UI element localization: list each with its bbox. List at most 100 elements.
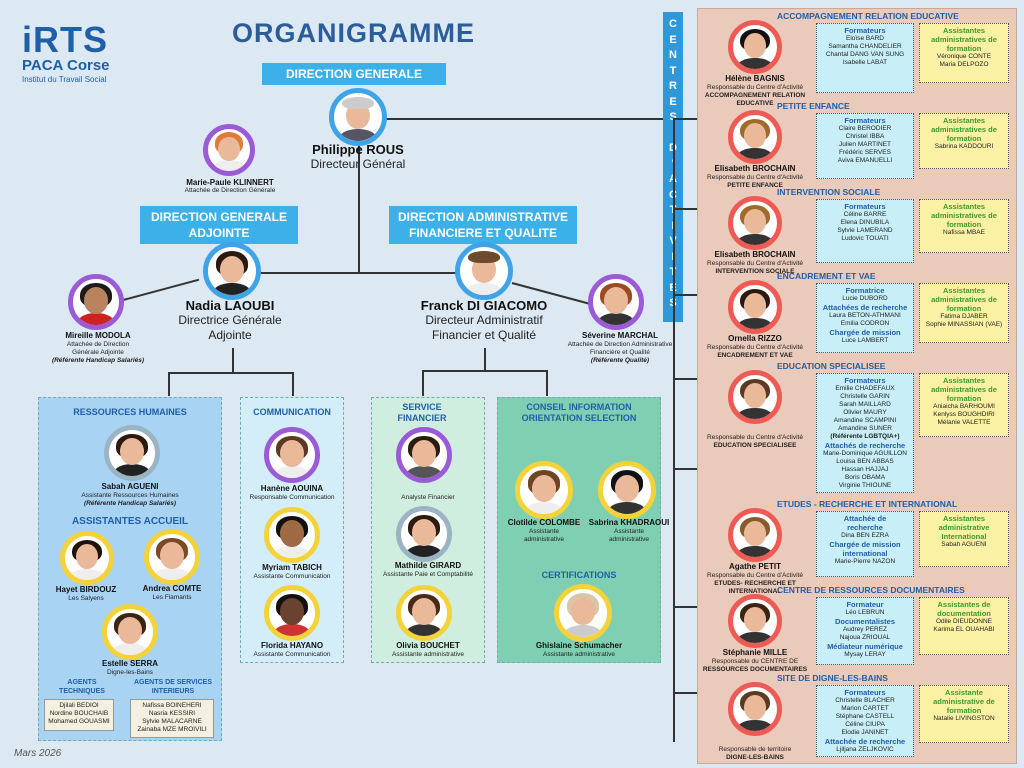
rh-title: RESSOURCES HUMAINES — [73, 407, 187, 417]
centres-activites-letter: T — [663, 203, 683, 219]
logo-subtitle: Institut du Travail Social — [22, 75, 107, 84]
staff-name: Fatima DJABER — [940, 313, 988, 320]
role-responsable-centre: RESSOURCES DOCUMENTAIRES — [702, 666, 808, 673]
section-title: INTERVENTION SOCIALE — [777, 187, 881, 197]
certifications-title: CERTIFICATIONS — [541, 570, 617, 580]
role-marie-paule-klinnert: Attachée de Direction Générale — [184, 187, 276, 194]
role-mireille-modola-3: (Référente Handicap Salariés) — [51, 357, 145, 364]
staff-name: Frédéric SERVES — [839, 149, 891, 156]
role-responsable-centre: DIGNE-LES-BAINS — [726, 754, 784, 761]
connector — [675, 606, 697, 608]
role-responsable: Responsable du Centre d'Activité — [707, 84, 803, 91]
avatar-responsable — [728, 280, 782, 334]
staff-name: Olivier MAURY — [843, 409, 887, 416]
role-severine-marchal-1: Attachée de Direction Administrative — [567, 341, 673, 348]
staff-name: Christelle BLACHER — [835, 697, 895, 704]
group-heading: Formatrice — [845, 286, 885, 295]
group-heading: documentation — [937, 609, 991, 618]
agent-service-interieur: Zainaba MZE MROIVILI — [137, 726, 207, 733]
avatar-mireille-modola — [68, 274, 124, 330]
avatar-responsable — [728, 594, 782, 648]
avatar-face — [743, 292, 767, 319]
name-ghislaine-schumacher: Ghislaine Schumacher — [535, 641, 623, 650]
group-heading: Assistantes de — [937, 600, 991, 609]
agents-services-interieurs-title: AGENTS DE SERVICES INTERIEURS — [126, 678, 220, 696]
staff-name: Maria DELPOZO — [939, 61, 989, 68]
role-responsable: Responsable de territoire — [718, 746, 792, 753]
role-responsable-centre: INTERVENTION SOCIALE — [715, 268, 795, 275]
staff-name: Chantal DANG VAN SUNG — [825, 51, 905, 58]
group-heading: administratives de — [931, 35, 997, 44]
agent-technique: Djilali BEDIOI — [59, 702, 99, 709]
staff-name: Louisa BEN ABBAS — [836, 458, 894, 465]
name-florida-hayano: Florida HAYANO — [260, 641, 324, 650]
site-estelle-serra: Digne-les-Bains — [107, 669, 153, 676]
group-heading: administratives de — [931, 295, 997, 304]
group-heading: Attachée de recherche — [824, 737, 906, 746]
section-title: ACCOMPAGNEMENT RELATION EDUCATIVE — [777, 11, 959, 21]
name-responsable: Elisabeth BROCHAIN — [714, 164, 796, 173]
avatar-responsable — [728, 110, 782, 164]
staff-name: Lucie DUBORD — [842, 295, 888, 302]
group-heading: Chargée de mission — [829, 540, 901, 549]
staff-name: Sabah AGUENI — [941, 541, 987, 548]
role-ghislaine-schumacher: Assistante administrative — [543, 651, 615, 658]
banner-direction-generale-adjointe: DIRECTION GENERALE ADJOINTE — [140, 206, 298, 244]
role-philippe-rous: Directeur Général — [310, 157, 406, 171]
section-title: SITE DE DIGNE-LES-BAINS — [777, 673, 888, 683]
role-analyste-financier: Analyste Financier — [401, 494, 455, 501]
staff-name: Marie-Pierre NAZON — [834, 558, 896, 565]
staff-name: Aviva EMANUELLI — [837, 157, 893, 164]
group-heading: Assistantes — [942, 376, 986, 385]
staff-name: Elena DINUBILA — [840, 219, 890, 226]
avatar-marie-paule-klinnert — [203, 124, 255, 176]
group-heading: Attachées de recherche — [822, 303, 908, 312]
group-heading: Formateurs — [844, 202, 886, 211]
avatar-severine-marchal — [588, 274, 644, 330]
role-hanene-aouina: Responsable Communication — [249, 494, 335, 501]
avatar-responsable — [728, 370, 782, 424]
name-nadia-laoubi: Nadia LAOUBI — [185, 298, 275, 313]
staff-name: Natalie LIVINGSTON — [933, 715, 995, 722]
agents-services-interieurs-label: AGENTS DE SERVICES INTERIEURS — [133, 679, 213, 695]
centres-activites-letter: T — [663, 265, 683, 281]
site-hayet-birdouz: Les Salyens — [68, 595, 104, 602]
name-responsable: Stéphanie MILLE — [722, 648, 788, 657]
avatar-hanene-aouina — [264, 427, 320, 483]
group-heading: administratives de — [931, 385, 997, 394]
staff-name: Audrey PEREZ — [842, 626, 888, 633]
avatar-body — [737, 407, 773, 419]
group-heading: Médiateur numérique — [827, 642, 903, 651]
centres-activites-letter: T — [669, 64, 677, 77]
name-estelle-serra: Estelle SERRA — [101, 659, 159, 668]
avatar-mathilde-girard — [396, 506, 452, 562]
staff-name: Claire BERODIER — [838, 125, 892, 132]
role-responsable-centre: ETUDES- RECHERCHE ET INTERNATIONAL — [714, 580, 796, 595]
agents-services-interieurs-list: Nafissa BOINEHERI Nasria KESSIRI Sylvie … — [130, 699, 214, 738]
group-heading: recherche — [847, 523, 883, 532]
staff-name: Sabrina KADDOURI — [934, 143, 994, 150]
communication-title: COMMUNICATION — [253, 407, 331, 417]
avatar-florida-hayano — [264, 585, 320, 641]
avatar-face — [743, 32, 767, 59]
avatar-myriam-tabich — [264, 507, 320, 563]
group-heading: formation — [946, 220, 982, 229]
avatar-responsable — [728, 508, 782, 562]
assistantes-accueil-title: ASSISTANTES ACCUEIL — [71, 516, 189, 527]
section-title: EDUCATION SPECIALISEE — [777, 361, 886, 371]
logo-region: PACA Corse — [22, 57, 110, 74]
name-responsable: Elisabeth BROCHAIN — [714, 250, 796, 259]
avatar-body — [737, 147, 773, 159]
group-heading: international — [842, 549, 888, 558]
agent-technique: Mohamed GOUASMI — [48, 718, 110, 725]
role-responsable: Responsable du Centre d'Activité — [707, 434, 803, 441]
avatar-face — [743, 520, 767, 547]
